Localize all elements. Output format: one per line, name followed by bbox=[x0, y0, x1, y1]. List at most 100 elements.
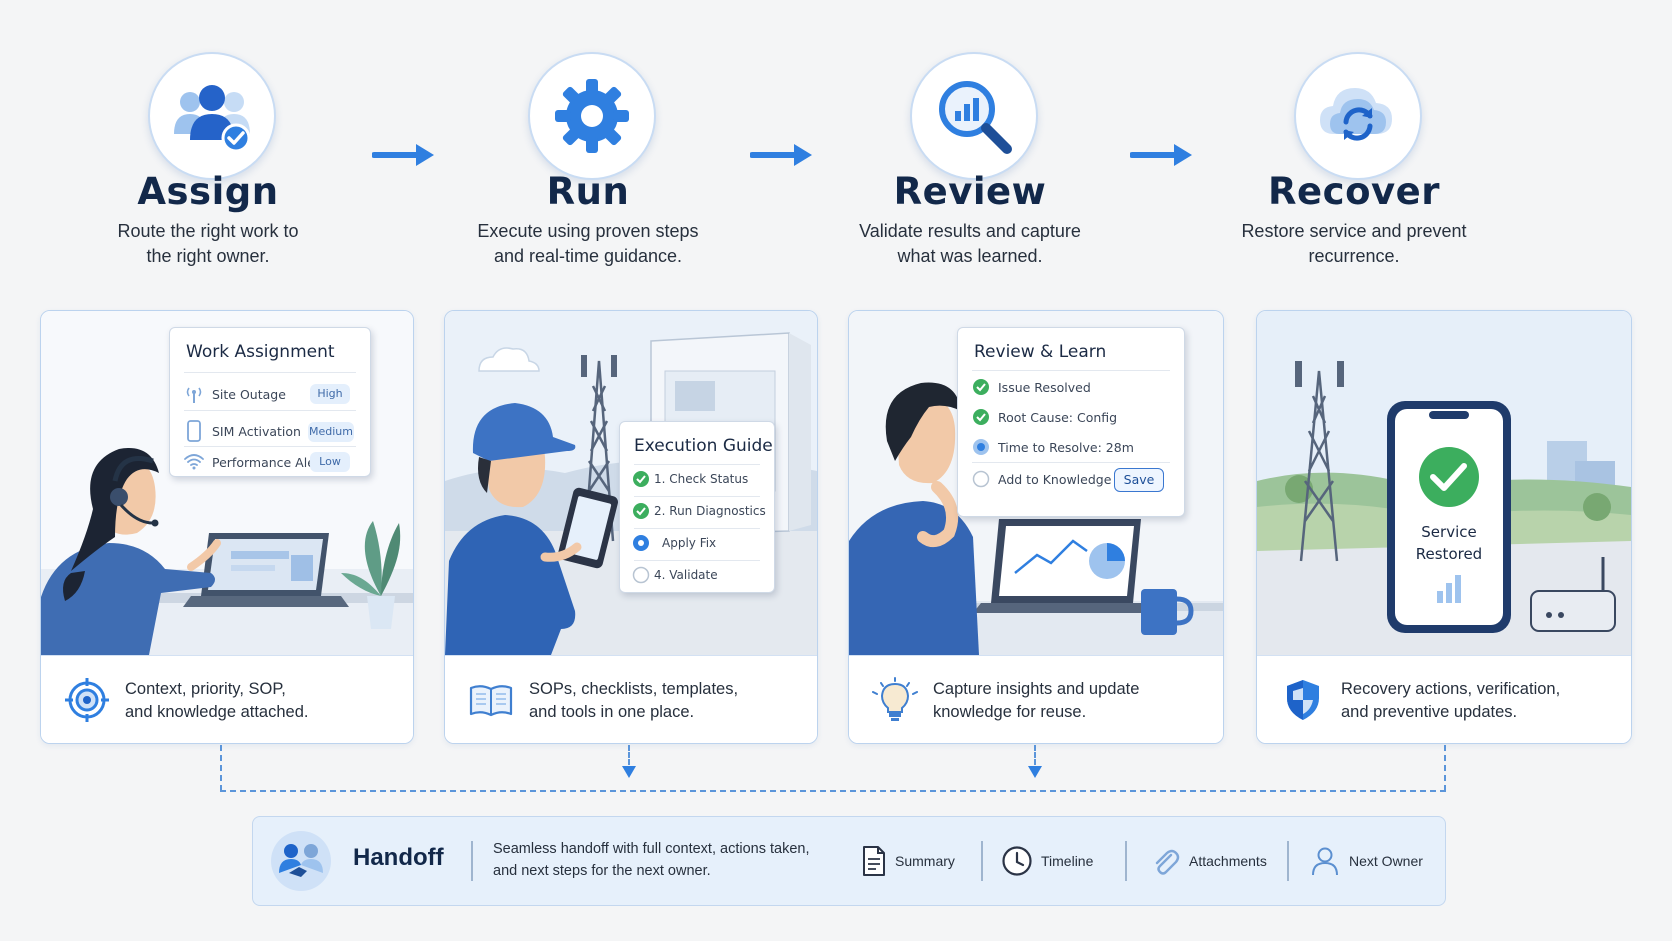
divider bbox=[972, 462, 1170, 463]
footer-line: knowledge for reuse. bbox=[933, 703, 1087, 721]
handoff-desc-line: Seamless handoff with full context, acti… bbox=[493, 841, 810, 857]
guide-step-label: 4. Validate bbox=[654, 568, 718, 582]
divider bbox=[184, 410, 356, 411]
run-card: Execution Guide 1. Check Status 2. Run D… bbox=[444, 310, 818, 744]
priority-badge: High bbox=[310, 384, 350, 404]
work-assignment-title: Work Assignment bbox=[186, 342, 335, 362]
footer-line: Recovery actions, verification, bbox=[1341, 680, 1561, 698]
review-card: Review & Learn Issue Resolved Root Cause… bbox=[848, 310, 1224, 744]
flow-arrow-icon bbox=[372, 144, 434, 166]
users-check-icon bbox=[174, 85, 251, 153]
assign-card-footer: Context, priority, SOP, and knowledge at… bbox=[41, 655, 413, 743]
stage-desc-line: Validate results and capture bbox=[859, 221, 1081, 241]
footer-line: and tools in one place. bbox=[529, 703, 695, 721]
assign-stage-icon bbox=[148, 52, 276, 180]
connector-line bbox=[220, 745, 222, 791]
review-card-footer: Capture insights and update knowledge fo… bbox=[849, 655, 1223, 743]
down-arrow-icon bbox=[622, 766, 636, 778]
footer-line: and preventive updates. bbox=[1341, 703, 1518, 721]
stage-desc-line: Restore service and prevent bbox=[1241, 221, 1467, 241]
stage-title-run: Run bbox=[546, 170, 630, 213]
stage-desc-line: the right owner. bbox=[146, 246, 270, 266]
divider bbox=[471, 841, 473, 881]
execution-guide-panel: Execution Guide 1. Check Status 2. Run D… bbox=[619, 421, 775, 593]
guide-step-label: Apply Fix bbox=[662, 536, 717, 550]
run-stage-icon bbox=[528, 52, 656, 180]
review-item-label: Time to Resolve: 28m bbox=[998, 440, 1134, 455]
check-circle-icon bbox=[973, 409, 989, 425]
check-circle-icon bbox=[973, 379, 989, 395]
save-button[interactable]: Save bbox=[1114, 468, 1164, 492]
divider bbox=[1287, 841, 1289, 881]
handoff-bar: Handoff Seamless handoff with full conte… bbox=[252, 816, 1446, 906]
assign-card: Work Assignment Site Outage High SIM Act… bbox=[40, 310, 414, 744]
review-footer-text: Capture insights and update knowledge fo… bbox=[933, 678, 1213, 724]
footer-line: Capture insights and update bbox=[933, 680, 1140, 698]
flow-arrow-icon bbox=[1130, 144, 1192, 166]
cloud-refresh-icon bbox=[1320, 88, 1392, 141]
flow-arrow-icon bbox=[750, 144, 812, 166]
footer-line: Context, priority, SOP, bbox=[125, 680, 286, 698]
divider bbox=[981, 841, 983, 881]
handoff-item-label: Next Owner bbox=[1349, 853, 1423, 869]
wifi-icon bbox=[184, 454, 204, 470]
check-circle-icon bbox=[633, 471, 649, 487]
stage-desc-line: Execute using proven steps bbox=[477, 221, 699, 241]
stage-desc-recover: Restore service and prevent recurrence. bbox=[1174, 219, 1534, 269]
divider bbox=[972, 370, 1170, 371]
handoff-timeline-item[interactable]: Timeline bbox=[1001, 844, 1093, 878]
gear-icon bbox=[555, 79, 629, 153]
stage-title-review: Review bbox=[893, 170, 1047, 213]
recover-card-footer: Recovery actions, verification, and prev… bbox=[1257, 655, 1631, 743]
execution-guide-title: Execution Guide bbox=[634, 436, 773, 456]
run-card-footer: SOPs, checklists, templates, and tools i… bbox=[445, 655, 817, 743]
stage-desc-line: Route the right work to bbox=[117, 221, 299, 241]
paperclip-icon bbox=[1155, 849, 1180, 875]
radio-empty-icon bbox=[972, 470, 990, 488]
divider bbox=[634, 464, 760, 465]
radio-selected-icon bbox=[973, 439, 989, 455]
stage-desc-review: Validate results and capture what was le… bbox=[790, 219, 1150, 269]
work-assignment-panel: Work Assignment Site Outage High SIM Act… bbox=[169, 327, 371, 477]
handoff-description: Seamless handoff with full context, acti… bbox=[493, 838, 833, 882]
target-icon bbox=[65, 678, 109, 722]
clock-icon bbox=[1002, 846, 1032, 876]
stage-title-recover: Recover bbox=[1268, 170, 1440, 213]
review-learn-panel: Review & Learn Issue Resolved Root Cause… bbox=[957, 327, 1185, 517]
stage-title-assign: Assign bbox=[137, 170, 279, 213]
service-restored-line: Restored bbox=[1415, 545, 1483, 563]
handoff-next-owner-item[interactable]: Next Owner bbox=[1309, 844, 1423, 878]
divider bbox=[184, 446, 356, 447]
assignment-row-label: Performance Alert bbox=[212, 455, 325, 470]
phone-icon bbox=[187, 420, 201, 442]
handshake-icon bbox=[271, 831, 331, 891]
handoff-summary-item[interactable]: Summary bbox=[861, 844, 955, 878]
check-circle-icon bbox=[633, 503, 649, 519]
handoff-attachments-item[interactable]: Attachments bbox=[1149, 844, 1267, 878]
recover-stage-icon bbox=[1294, 52, 1422, 180]
connector-line bbox=[628, 745, 630, 765]
connector-line bbox=[1034, 745, 1036, 765]
priority-badge: Medium bbox=[308, 422, 354, 442]
handoff-desc-line: and next steps for the next owner. bbox=[493, 863, 711, 879]
divider bbox=[634, 528, 760, 529]
down-arrow-icon bbox=[1028, 766, 1042, 778]
handoff-item-label: Timeline bbox=[1041, 853, 1094, 869]
person-icon bbox=[1312, 847, 1338, 876]
shield-icon bbox=[1287, 680, 1319, 720]
review-item-label: Root Cause: Config bbox=[998, 410, 1118, 425]
priority-badge: Low bbox=[310, 452, 350, 472]
recover-card: Service Restored Recovery actions, verif… bbox=[1256, 310, 1632, 744]
connector-line bbox=[1444, 745, 1446, 791]
review-item-label: Issue Resolved bbox=[998, 380, 1091, 395]
radio-empty-icon bbox=[632, 566, 650, 584]
recover-scene-illustration bbox=[1257, 311, 1631, 655]
recover-footer-text: Recovery actions, verification, and prev… bbox=[1341, 678, 1621, 724]
assignment-row-label: Site Outage bbox=[212, 387, 286, 402]
stage-desc-line: and real-time guidance. bbox=[493, 246, 683, 266]
footer-line: SOPs, checklists, templates, bbox=[529, 680, 739, 698]
divider bbox=[184, 372, 356, 373]
divider bbox=[634, 496, 760, 497]
assign-footer-text: Context, priority, SOP, and knowledge at… bbox=[125, 678, 403, 724]
run-footer-text: SOPs, checklists, templates, and tools i… bbox=[529, 678, 807, 724]
